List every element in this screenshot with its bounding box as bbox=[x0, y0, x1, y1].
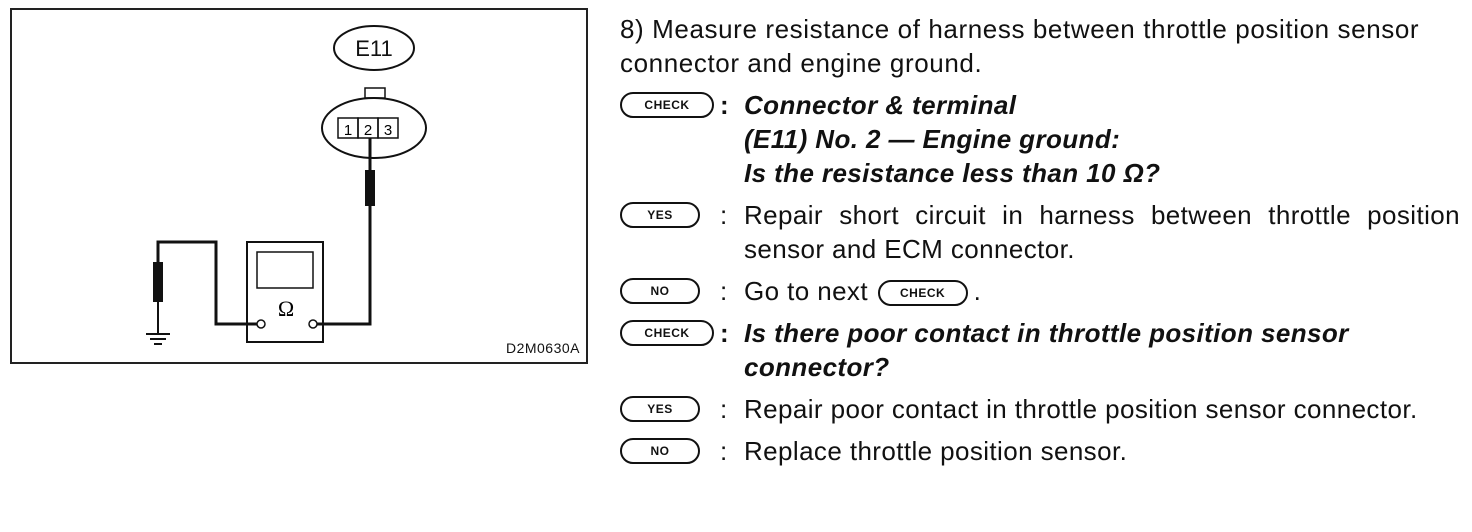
probe-wire-left bbox=[156, 240, 257, 326]
connector-label-oval bbox=[333, 25, 415, 71]
check-line-1: Connector & terminal bbox=[744, 90, 1017, 120]
check-badge-1: CHECK bbox=[620, 92, 714, 118]
measurement-diagram: E11 1 2 3 Ω bbox=[146, 25, 427, 345]
check-sep-2: : bbox=[720, 318, 729, 348]
check-badge-2: CHECK bbox=[620, 320, 714, 346]
yes-badge-2: YES bbox=[620, 396, 700, 422]
pin-box-3 bbox=[377, 117, 399, 139]
check-row-2: CHECK : Is there poor contact in throttl… bbox=[620, 316, 1460, 384]
step-intro: 8) Measure resistance of harness between… bbox=[620, 14, 1420, 78]
multimeter-display bbox=[256, 251, 314, 289]
check-sep-1: : bbox=[720, 90, 729, 120]
no-text-1-label: Go to next bbox=[744, 276, 868, 306]
yes-text-2: Repair poor contact in throttle position… bbox=[744, 394, 1418, 424]
diagram-figure: E11 1 2 3 Ω D2M0630A bbox=[10, 8, 588, 364]
yes-sep-1: : bbox=[720, 200, 728, 230]
no-text-1-suffix: . bbox=[973, 276, 982, 306]
probe-handle-left bbox=[153, 262, 163, 302]
connector-label: E11 bbox=[355, 36, 393, 61]
yes-badge-1: YES bbox=[620, 202, 700, 228]
multimeter-ohm-symbol: Ω bbox=[278, 296, 294, 321]
yes-row-1: YES : Repair short circuit in harness be… bbox=[620, 198, 1460, 266]
check-row-1: CHECK : Connector & terminal (E11) No. 2… bbox=[620, 88, 1460, 190]
probe-handle-right bbox=[365, 170, 375, 206]
check-text-1: Connector & terminal (E11) No. 2 — Engin… bbox=[744, 88, 1460, 190]
pin-label-1: 1 bbox=[344, 122, 352, 139]
no-text-1: Go to next CHECK. bbox=[744, 274, 1460, 308]
check-line-2: (E11) No. 2 — Engine ground: bbox=[744, 124, 1121, 154]
pin-label-2: 2 bbox=[364, 122, 372, 139]
meter-terminal-right bbox=[308, 319, 318, 329]
check-line-3: Is the resistance less than 10 Ω? bbox=[744, 158, 1161, 188]
pin-label-3: 3 bbox=[384, 122, 392, 139]
connector-latch bbox=[364, 87, 386, 99]
probe-wire-right bbox=[316, 206, 372, 326]
no-row-2: NO : Replace throttle position sensor. bbox=[620, 434, 1460, 468]
no-badge-1: NO bbox=[620, 278, 700, 304]
yes-row-2: YES : Repair poor contact in throttle po… bbox=[620, 392, 1460, 426]
no-text-2: Replace throttle position sensor. bbox=[744, 436, 1128, 466]
no-badge-2: NO bbox=[620, 438, 700, 464]
yes-text-1: Repair short circuit in harness between … bbox=[744, 200, 1460, 264]
figure-code: D2M0630A bbox=[505, 340, 580, 356]
multimeter-body bbox=[246, 241, 324, 343]
no-row-1: NO : Go to next CHECK. bbox=[620, 274, 1460, 308]
no-sep-1: : bbox=[720, 276, 728, 306]
yes-sep-2: : bbox=[720, 394, 728, 424]
check-text-2: Is there poor contact in throttle positi… bbox=[744, 318, 1349, 382]
no-sep-2: : bbox=[720, 436, 728, 466]
connector-body bbox=[321, 97, 427, 159]
procedure-text: 8) Measure resistance of harness between… bbox=[620, 12, 1460, 476]
inline-check-badge: CHECK bbox=[877, 280, 968, 307]
meter-terminal-left bbox=[256, 319, 266, 329]
